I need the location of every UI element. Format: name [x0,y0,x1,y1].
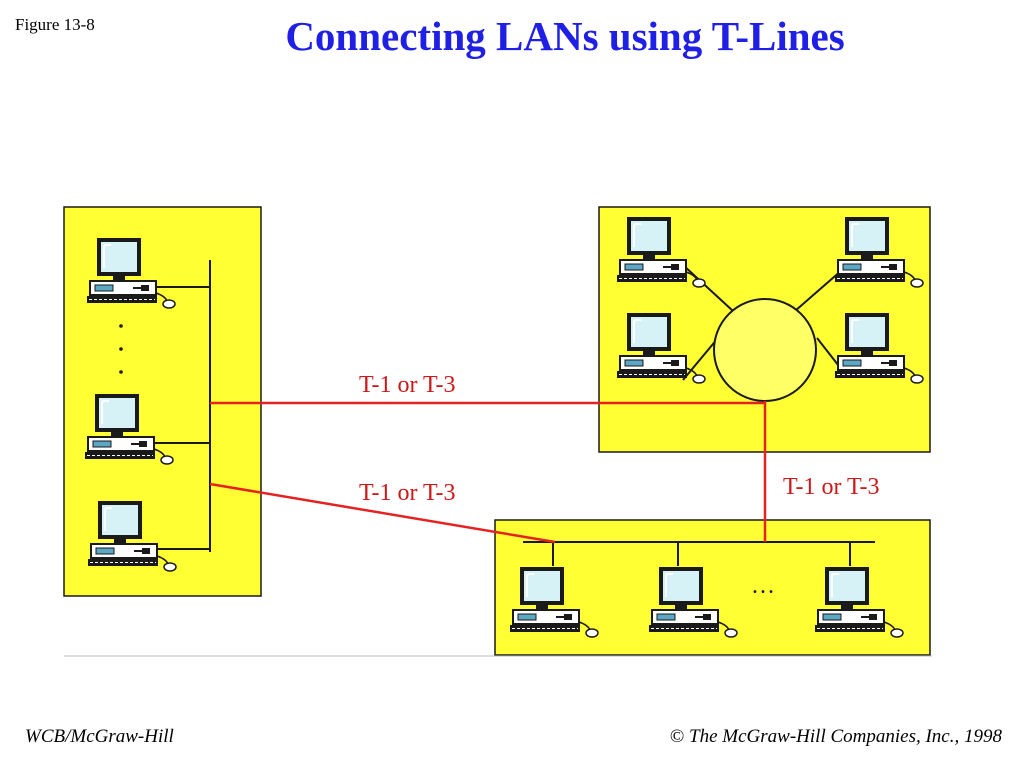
left-lan-ellipsis [119,324,123,374]
t-line-left-to-bus [209,482,556,544]
copyright-text: The McGraw-Hill Companies, Inc., 1998 [689,726,1002,747]
copyright-symbol: © [669,726,685,747]
lan-box-left [63,206,262,597]
left-lan-bus [147,260,211,552]
footer-copyright: © The McGraw-Hill Companies, Inc., 1998 [670,726,1002,748]
t-line-label: T-1 or T-3 [783,474,879,500]
ring-network [713,298,817,402]
figure-label: Figure 13-8 [15,15,95,34]
bus-lan-ellipsis: … [751,573,775,599]
t-line-label: T-1 or T-3 [359,480,455,506]
bus-lan-backbone [523,541,875,566]
footer-publisher: WCB/McGraw-Hill [25,726,174,747]
page-title: Connecting LANs using T-Lines [285,13,845,59]
t-line-label: T-1 or T-3 [359,372,455,398]
